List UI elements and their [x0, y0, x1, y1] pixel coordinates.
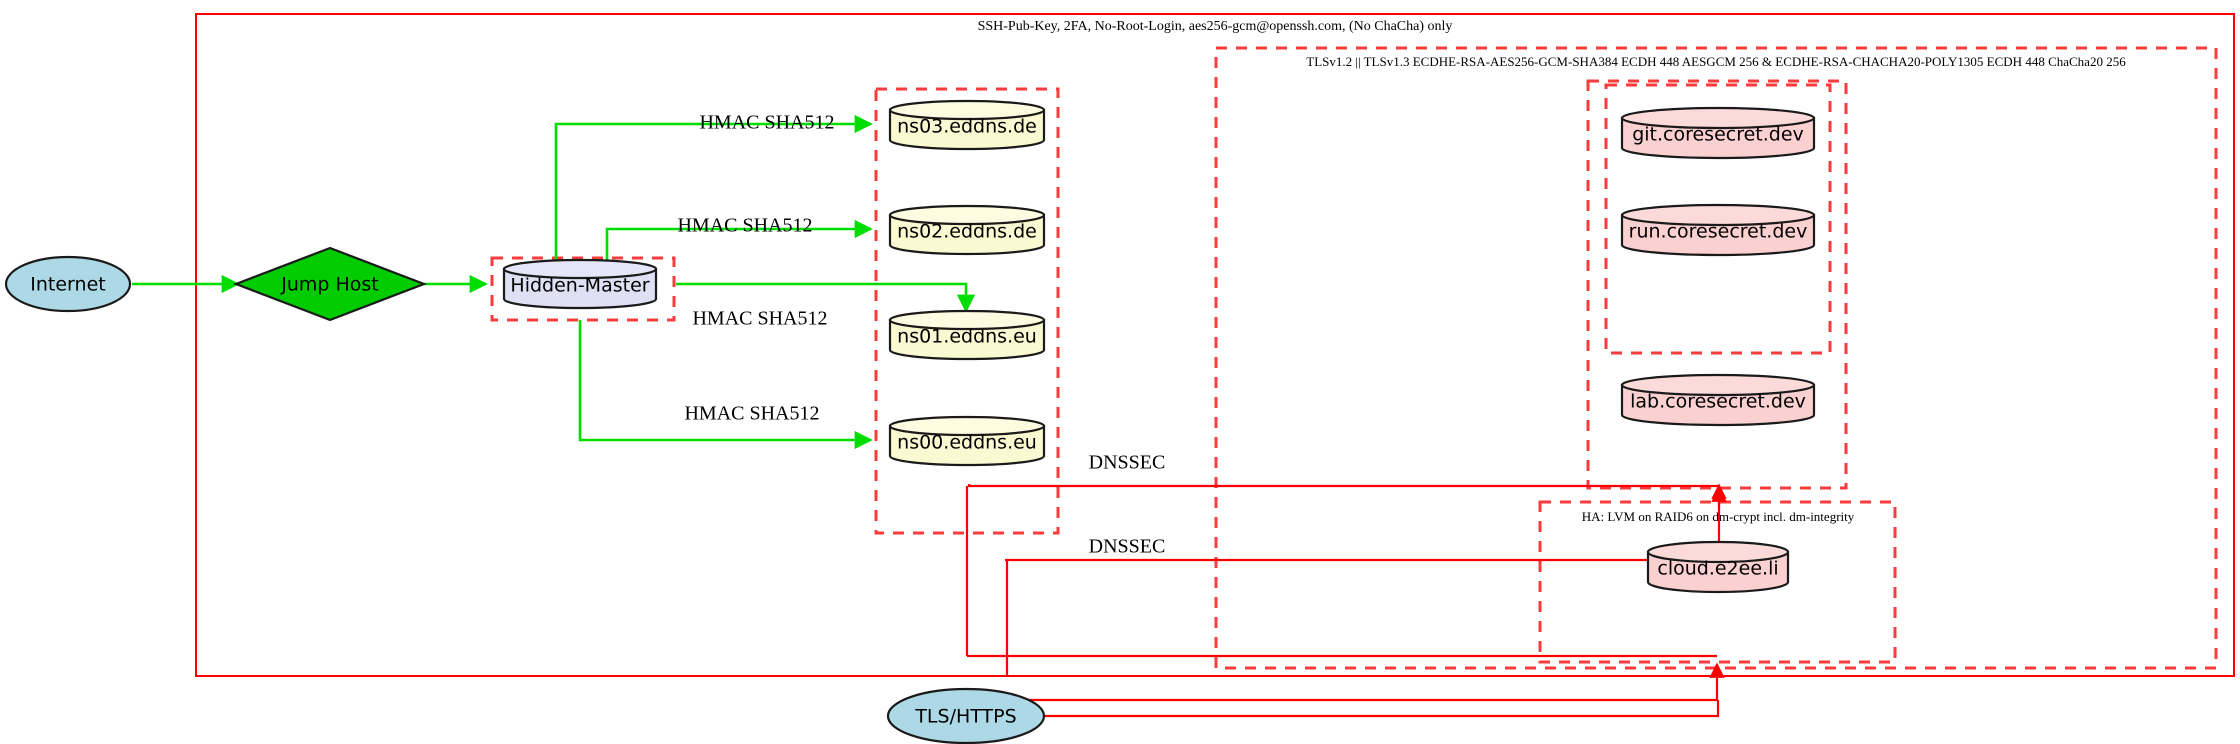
ns00-cylinder-body[interactable] — [888, 424, 1046, 467]
ns01-label: ns01.eddns.eu — [897, 326, 1037, 348]
run-cylinder-top — [1620, 203, 1816, 227]
jump-host-diamond[interactable] — [232, 246, 428, 322]
edge-hiddenmaster-to-ns02 — [605, 219, 873, 268]
lab-cylinder-top — [1620, 373, 1816, 397]
node-ns02[interactable]: ns02.eddns.de — [888, 204, 1046, 256]
hidden-master-label: Hidden-Master — [510, 275, 649, 297]
ns01-cylinder-body[interactable] — [888, 318, 1046, 361]
ns01-cylinder-top — [888, 309, 1046, 331]
jump-host-label: Jump Host — [280, 274, 379, 296]
cloud-label: cloud.e2ee.li — [1657, 558, 1778, 580]
internet-ellipse[interactable] — [4, 255, 132, 313]
edge-label-dnssec-lower: DNSSEC — [1089, 536, 1166, 558]
tls-https-label: TLS/HTTPS — [914, 706, 1016, 728]
lab-label: lab.coresecret.dev — [1630, 391, 1806, 413]
edge-dnssec-upper — [967, 484, 1719, 488]
node-ns03[interactable]: ns03.eddns.de — [888, 99, 1046, 151]
node-tls-https[interactable]: TLS/HTTPS — [886, 687, 1046, 744]
coresecret-inner-cluster-box — [1604, 83, 1832, 355]
run-label: run.coresecret.dev — [1629, 221, 1808, 243]
ha-cluster-box — [1538, 500, 1897, 664]
hidden-master-cylinder-top — [502, 258, 658, 280]
node-hidden-master[interactable]: Hidden-Master — [502, 258, 658, 310]
ns02-label: ns02.eddns.de — [897, 221, 1037, 243]
ssh-boundary-label: SSH-Pub-Key, 2FA, No-Root-Login, aes256-… — [978, 19, 1453, 34]
git-label: git.coresecret.dev — [1632, 124, 1804, 146]
ns02-cylinder-top — [888, 204, 1046, 226]
node-cloud-e2ee[interactable]: cloud.e2ee.li — [1646, 540, 1790, 594]
coresecret-outer-cluster-box — [1586, 79, 1848, 490]
dns-cluster-box — [874, 87, 1060, 535]
edge-tlshttps-right-link — [1044, 700, 1720, 718]
node-internet[interactable]: Internet — [4, 255, 132, 313]
node-ns01[interactable]: ns01.eddns.eu — [888, 309, 1046, 361]
node-jump-host[interactable]: Jump Host — [232, 246, 428, 322]
ns02-cylinder-body[interactable] — [888, 213, 1046, 256]
ssh-boundary-box — [195, 13, 2235, 677]
internet-label: Internet — [30, 274, 105, 296]
git-cylinder-body[interactable] — [1620, 116, 1816, 160]
edge-label-hmac-ns01: HMAC SHA512 — [692, 308, 827, 330]
lab-cylinder-body[interactable] — [1620, 383, 1816, 427]
tls-https-ellipse[interactable] — [886, 687, 1046, 744]
ns00-cylinder-top — [888, 415, 1046, 437]
git-cylinder-top — [1620, 106, 1816, 130]
edge-label-dnssec-upper: DNSSEC — [1089, 452, 1166, 474]
cloud-cylinder-body[interactable] — [1646, 550, 1790, 594]
node-git-coresecret[interactable]: git.coresecret.dev — [1620, 106, 1816, 160]
hidden-master-cluster-box — [490, 256, 676, 322]
edge-label-hmac-ns02: HMAC SHA512 — [677, 215, 812, 237]
node-lab-coresecret[interactable]: lab.coresecret.dev — [1620, 373, 1816, 427]
tls-cluster-label: TLSv1.2 || TLSv1.3 ECDHE-RSA-AES256-GCM-… — [1306, 54, 2126, 69]
node-run-coresecret[interactable]: run.coresecret.dev — [1620, 203, 1816, 257]
node-ns00[interactable]: ns00.eddns.eu — [888, 415, 1046, 467]
edge-hiddenmaster-to-ns01 — [676, 282, 976, 313]
ns03-label: ns03.eddns.de — [897, 116, 1037, 138]
ns03-cylinder-top — [888, 99, 1046, 121]
run-cylinder-body[interactable] — [1620, 213, 1816, 257]
edge-hiddenmaster-to-ns03 — [554, 114, 873, 268]
ns03-cylinder-body[interactable] — [888, 108, 1046, 151]
edge-label-hmac-ns03: HMAC SHA512 — [699, 112, 834, 134]
cloud-cylinder-top — [1646, 540, 1790, 564]
ns00-label: ns00.eddns.eu — [897, 432, 1037, 454]
hidden-master-cylinder-body[interactable] — [502, 267, 658, 310]
edge-label-hmac-ns00: HMAC SHA512 — [684, 403, 819, 425]
edge-hiddenmaster-to-ns00 — [578, 320, 873, 450]
